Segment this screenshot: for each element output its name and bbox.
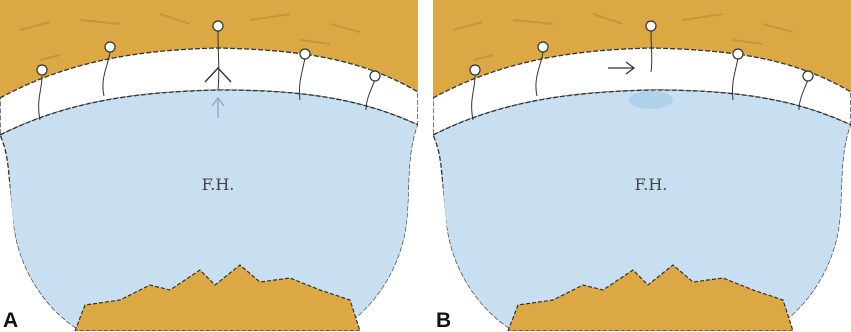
pin-icon [213,21,223,31]
panel-a-illustration: F.H. [0,0,418,331]
fh-label: F.H. [635,175,668,194]
pin-icon [538,42,548,52]
pin-icon [300,49,310,59]
pin-icon [370,71,380,81]
pin-icon [37,65,47,75]
pin-icon [470,65,480,75]
fh-label: F.H. [202,175,235,194]
pin-icon [646,21,656,31]
panel-a: F.H. A [0,0,418,331]
panel-b-illustration: F.H. [433,0,851,331]
pin-icon [733,49,743,59]
panel-label: B [436,310,451,331]
pin-icon [105,42,115,52]
pin-icon [803,71,813,81]
panel-label: A [3,310,18,331]
panel-b: F.H. B [433,0,851,331]
